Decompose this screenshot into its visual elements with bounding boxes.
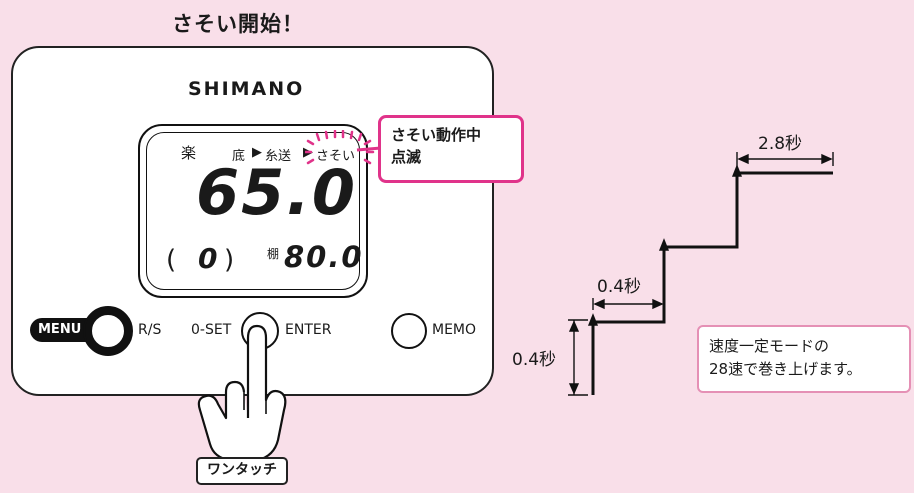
enter-label: ENTER <box>285 322 332 338</box>
rs-label: R/S <box>138 322 162 338</box>
lcd-arrow-1: ▶ <box>252 145 262 160</box>
lcd-main-value: 65.0 <box>196 156 357 229</box>
blink-indicator-icon <box>305 130 375 165</box>
note-line-2: 28速で巻き上げます。 <box>709 360 862 378</box>
zero-set-label: 0-SET <box>191 322 232 338</box>
memo-button[interactable] <box>391 313 427 349</box>
lcd-tana-value: 80.0 <box>284 240 364 274</box>
brand-logo: SHIMANO <box>188 78 305 100</box>
callout-pointer <box>356 146 382 152</box>
lcd-label-sasoi: さそい <box>316 149 356 164</box>
menu-button[interactable] <box>90 313 126 349</box>
lcd-paren-close: ) <box>224 245 235 275</box>
lcd-paren-value: 0 <box>198 242 220 275</box>
memo-label: MEMO <box>432 322 477 338</box>
one-touch-tag: ワンタッチ <box>196 457 288 485</box>
lcd-bezel <box>138 124 368 298</box>
lcd-label-itoso: 糸送 <box>265 149 292 164</box>
timing-step-diagram <box>568 152 834 396</box>
diagram-title: さそい開始！ <box>172 12 304 36</box>
lcd-paren-open: ( <box>166 245 177 275</box>
pressing-hand-icon <box>197 324 287 462</box>
callout-line-1: さそい動作中 <box>391 126 482 144</box>
lcd-label-soko: 底 <box>232 149 246 164</box>
callout-line-2: 点滅 <box>391 148 422 166</box>
timing-label-second-step: 0.4秒 <box>597 277 642 297</box>
timing-label-first-step: 0.4秒 <box>512 350 557 370</box>
speed-note: 速度一定モードの 28速で巻き上げます。 <box>697 325 911 393</box>
lcd-screen <box>146 132 360 290</box>
blink-callout: さそい動作中 点滅 <box>378 115 524 183</box>
lcd-label-raku: 楽 <box>181 144 197 162</box>
note-line-1: 速度一定モードの <box>709 337 830 355</box>
timing-label-hold: 2.8秒 <box>758 134 803 154</box>
lcd-label-tana: 棚 <box>267 247 280 261</box>
